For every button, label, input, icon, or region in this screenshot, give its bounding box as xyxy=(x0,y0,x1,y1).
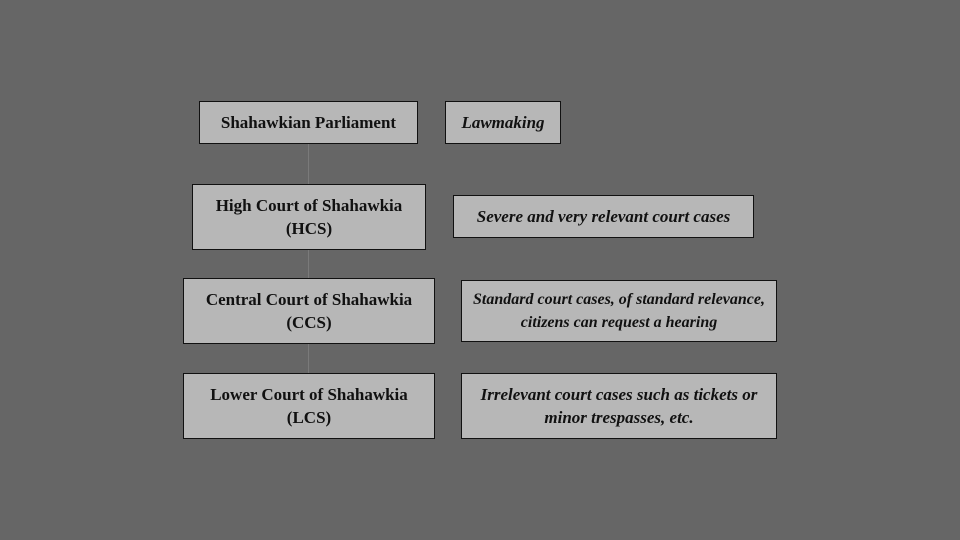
connector-line xyxy=(308,343,309,373)
central-court-description-text: Standard court cases, of standard releva… xyxy=(473,291,765,331)
connector-line xyxy=(308,143,309,184)
connector-line xyxy=(308,249,309,278)
lower-court-label: Lower Court of Shahawkia (LCS) xyxy=(210,385,408,427)
lower-court-description: Irrelevant court cases such as tickets o… xyxy=(461,373,777,439)
central-court-box: Central Court of Shahawkia (CCS) xyxy=(183,278,435,344)
high-court-label: High Court of Shahawkia (HCS) xyxy=(215,196,403,238)
lower-court-box: Lower Court of Shahawkia (LCS) xyxy=(183,373,435,439)
central-court-label: Central Court of Shahawkia (CCS) xyxy=(205,290,413,332)
lower-court-description-text: Irrelevant court cases such as tickets o… xyxy=(480,385,758,427)
parliament-description: Lawmaking xyxy=(445,101,561,144)
parliament-box: Shahawkian Parliament xyxy=(199,101,418,144)
high-court-description: Severe and very relevant court cases xyxy=(453,195,754,238)
high-court-box: High Court of Shahawkia (HCS) xyxy=(192,184,426,250)
central-court-description: Standard court cases, of standard releva… xyxy=(461,280,777,342)
